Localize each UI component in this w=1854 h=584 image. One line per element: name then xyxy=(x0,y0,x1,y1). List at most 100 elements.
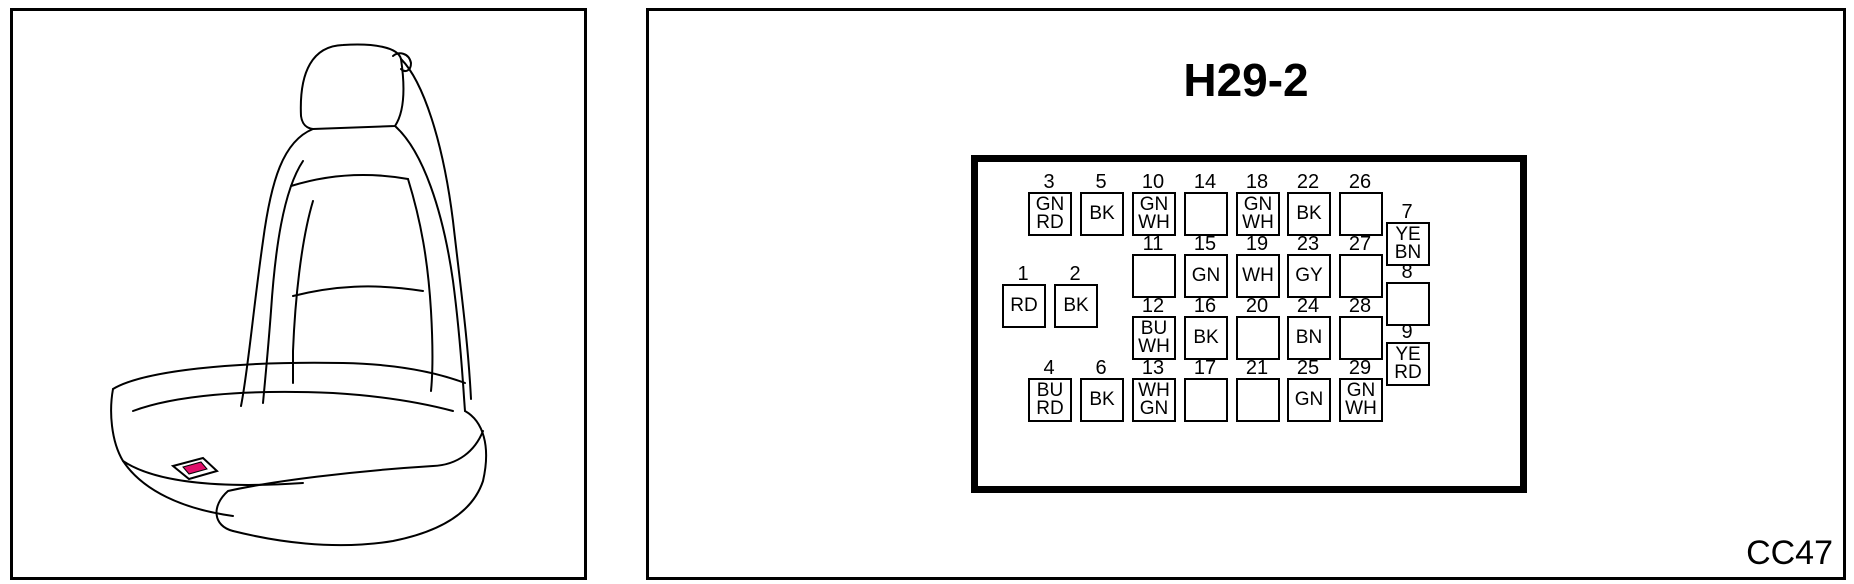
seatback-outline xyxy=(240,128,314,407)
wire-color-code: BK xyxy=(1063,295,1089,316)
pin-number: 28 xyxy=(1348,295,1372,317)
pin-28: 28 xyxy=(1333,296,1387,362)
wire-color-code: BK xyxy=(1089,389,1115,410)
wire-color-code: BK xyxy=(1296,203,1322,224)
headrest-strap xyxy=(400,58,472,400)
seat-base xyxy=(215,430,484,532)
pin-number: 4 xyxy=(1043,357,1055,379)
wire-color-code: GN xyxy=(1191,265,1221,286)
wire-color-code: GN WH xyxy=(1345,380,1377,419)
seat-cushion-front xyxy=(110,388,304,486)
pin-17: 17 xyxy=(1178,358,1232,424)
pin-number: 16 xyxy=(1193,295,1217,317)
pin-number: 10 xyxy=(1141,171,1165,193)
pin-cavity: RD xyxy=(1002,284,1046,328)
seat-illustration xyxy=(110,43,488,547)
pin-number: 26 xyxy=(1348,171,1372,193)
seatback-seam-2 xyxy=(292,285,424,297)
pin-8: 8 xyxy=(1380,262,1434,328)
pin-number: 19 xyxy=(1245,233,1269,255)
pin-cavity: YE RD xyxy=(1386,342,1430,386)
pin-cavity xyxy=(1386,282,1430,326)
seat-side-panel xyxy=(232,410,488,547)
pin-cavity xyxy=(1236,378,1280,422)
seat-cushion-top xyxy=(112,361,466,390)
pin-cavity xyxy=(1339,192,1383,236)
pin-cavity xyxy=(1339,316,1383,360)
pin-cavity: GN WH xyxy=(1132,192,1176,236)
seat-cushion-seam xyxy=(132,390,454,412)
pin-number: 13 xyxy=(1141,357,1165,379)
pin-21: 21 xyxy=(1230,358,1284,424)
pin-number: 18 xyxy=(1245,171,1269,193)
pin-cavity: BN xyxy=(1287,316,1331,360)
pin-number: 29 xyxy=(1348,357,1372,379)
pin-cavity: WH GN xyxy=(1132,378,1176,422)
pin-number: 7 xyxy=(1401,201,1413,223)
headrest-outline xyxy=(299,43,405,130)
headrest-post xyxy=(392,52,412,72)
pin-number: 5 xyxy=(1095,171,1107,193)
pin-number: 6 xyxy=(1095,357,1107,379)
seat-switch xyxy=(170,456,219,481)
pin-number: 12 xyxy=(1141,295,1165,317)
wire-color-code: GN WH xyxy=(1242,194,1274,233)
pin-number: 27 xyxy=(1348,233,1372,255)
wire-color-code: GN WH xyxy=(1138,194,1170,233)
pin-number: 15 xyxy=(1193,233,1217,255)
wire-color-code: GN RD xyxy=(1035,194,1065,233)
pin-14: 14 xyxy=(1178,172,1232,238)
pin-number: 14 xyxy=(1193,171,1217,193)
pin-number: 11 xyxy=(1142,233,1164,255)
pin-cavity xyxy=(1236,316,1280,360)
pin-number: 3 xyxy=(1043,171,1055,193)
wire-color-code: GY xyxy=(1295,265,1323,286)
wire-color-code: BU RD xyxy=(1036,380,1064,419)
pin-26: 26 xyxy=(1333,172,1387,238)
pin-number: 17 xyxy=(1193,357,1217,379)
pin-cavity: GN WH xyxy=(1236,192,1280,236)
pin-number: 23 xyxy=(1296,233,1320,255)
pin-20: 20 xyxy=(1230,296,1284,362)
pin-cavity: BK xyxy=(1287,192,1331,236)
seat-illustration-panel xyxy=(10,8,587,580)
pin-cavity xyxy=(1339,254,1383,298)
wire-color-code: BU WH xyxy=(1138,318,1170,357)
seatback-inner-right xyxy=(407,178,434,392)
wire-color-code: RD xyxy=(1010,295,1038,316)
wire-color-code: YE BN xyxy=(1394,224,1422,263)
pin-number: 1 xyxy=(1017,263,1029,285)
pin-number: 24 xyxy=(1296,295,1320,317)
pin-number: 9 xyxy=(1401,321,1413,343)
connector-title: H29-2 xyxy=(1183,54,1309,106)
pin-11: 11 xyxy=(1126,234,1180,300)
seatback-inner-left xyxy=(292,200,314,384)
seatback-seam-1 xyxy=(290,174,409,187)
seat-base-lower xyxy=(122,460,234,517)
wire-color-code: BK xyxy=(1089,203,1115,224)
pin-number: 21 xyxy=(1245,357,1269,379)
seatback-right xyxy=(394,125,466,412)
